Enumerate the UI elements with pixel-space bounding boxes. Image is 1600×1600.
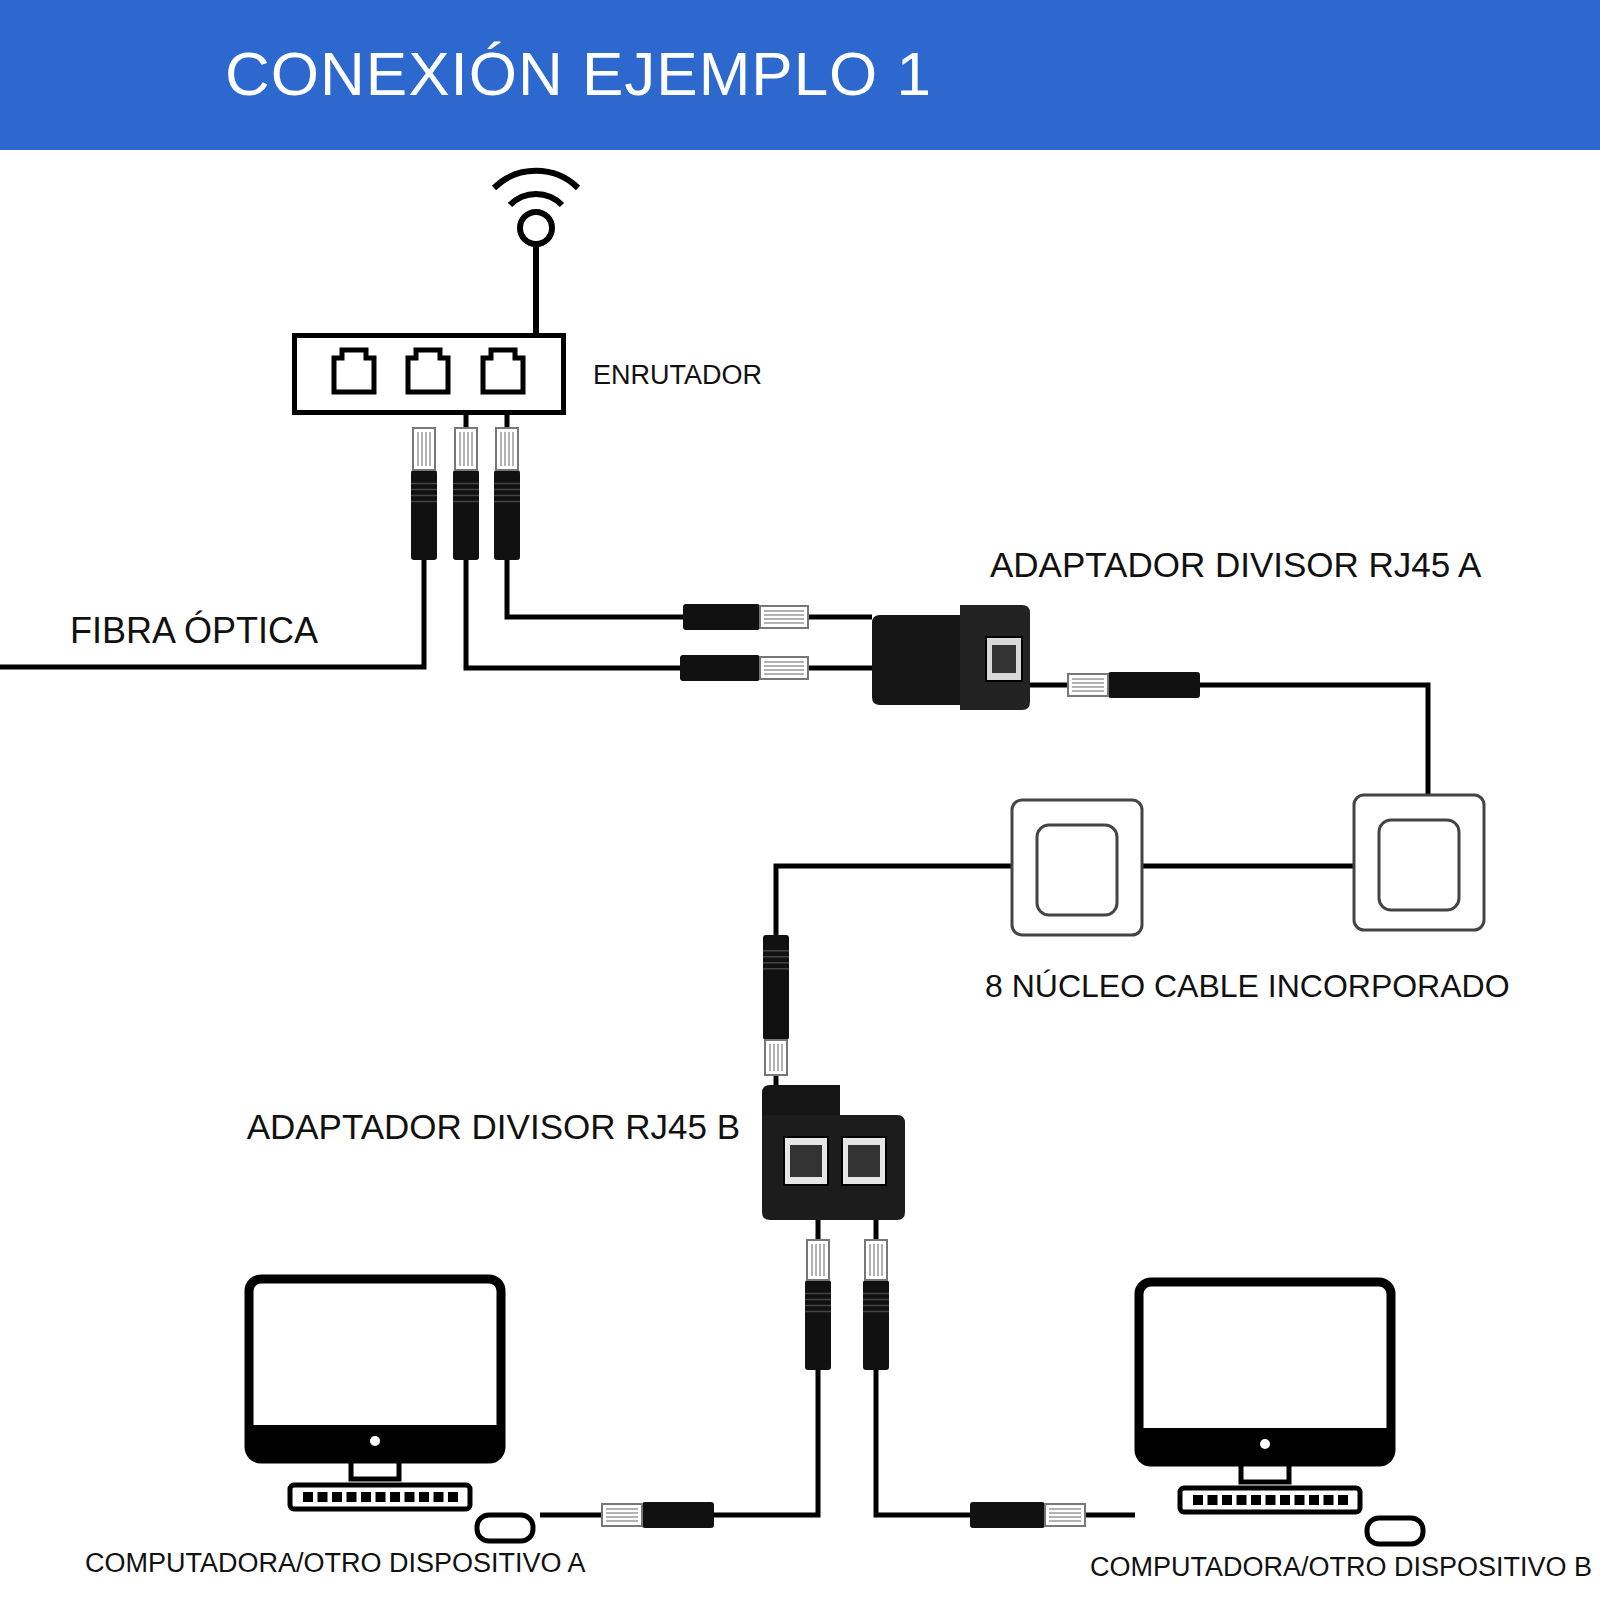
keyboard (290, 1485, 470, 1509)
keyboard-key (332, 1492, 342, 1502)
splitter-body (960, 605, 1030, 710)
rj45-plug (680, 655, 808, 681)
ethernet-cable (876, 1220, 1135, 1515)
keyboard-key (434, 1492, 444, 1502)
node-label: ADAPTADOR DIVISOR RJ45 A (990, 545, 1481, 585)
wall-plate (1012, 800, 1142, 935)
node-shape (245, 1275, 540, 1545)
monitor-dot (1260, 1439, 1270, 1449)
wall-plate-socket (1379, 820, 1459, 910)
rj45-plug (494, 428, 520, 560)
rj45-plug (683, 604, 808, 630)
rj45-plug (863, 1240, 889, 1370)
node-shape (1135, 1278, 1430, 1548)
antenna (533, 245, 539, 333)
keyboard-key (1280, 1495, 1290, 1505)
monitor (249, 1279, 501, 1459)
keyboard-key (1266, 1495, 1276, 1505)
ethernet-cable (776, 685, 1428, 1085)
antenna-tip (520, 212, 552, 244)
ethernet-cable (466, 415, 872, 668)
splitter-port (848, 1145, 880, 1177)
title-text: CONEXIÓN EJEMPLO 1 (225, 38, 932, 109)
fiber-cable (0, 560, 424, 667)
router-port (408, 350, 448, 392)
monitor-dot (370, 1436, 380, 1446)
rj45-plug (453, 428, 479, 560)
ethernet-cable (540, 1220, 818, 1515)
rj45-plug (411, 428, 437, 560)
keyboard-key (1338, 1495, 1348, 1505)
fiber-label: FIBRA ÓPTICA (70, 610, 318, 651)
keyboard-key (347, 1492, 357, 1502)
monitor-stand (1241, 1464, 1289, 1482)
router-box: ENRUTADOR (292, 333, 566, 415)
rj45-plug (602, 1502, 714, 1528)
rj45-plug (805, 1240, 831, 1370)
monitor-bezel (1139, 1428, 1391, 1462)
keyboard-key (1309, 1495, 1319, 1505)
wall-plate (1354, 795, 1484, 930)
ethernet-cable (507, 415, 872, 617)
cable-label: 8 NÚCLEO CABLE INCORPORADO (985, 968, 1510, 1005)
rj45-plug (763, 935, 789, 1075)
router-port (334, 350, 374, 392)
splitter-port (790, 1145, 822, 1177)
monitor-stand (351, 1461, 399, 1479)
keyboard-key (390, 1492, 400, 1502)
mouse (1367, 1518, 1423, 1544)
keyboard-key (1324, 1495, 1334, 1505)
keyboard-key (1251, 1495, 1261, 1505)
keyboard-key (318, 1492, 328, 1502)
computer: COMPUTADORA/OTRO DISPOSITIVO B (1135, 1278, 1430, 1548)
router-port (483, 350, 523, 392)
splitter-port (842, 1137, 886, 1185)
node-label: COMPUTADORA/OTRO DISPOSITIVO B (1090, 1552, 1592, 1583)
mouse (477, 1515, 533, 1541)
keyboard-key (1295, 1495, 1305, 1505)
keyboard-key (1193, 1495, 1203, 1505)
node-label: ENRUTADOR (593, 360, 762, 391)
rj45-plug (1068, 672, 1200, 698)
node-label: ADAPTADOR DIVISOR RJ45 B (247, 1107, 740, 1147)
rj45-plug (970, 1502, 1085, 1528)
keyboard-key (448, 1492, 458, 1502)
splitter-port (992, 645, 1016, 673)
node-shape (297, 338, 571, 420)
wifi-arc (494, 171, 578, 188)
node-label: COMPUTADORA/OTRO DISPOSITIVO A (85, 1548, 586, 1579)
keyboard-key (1237, 1495, 1247, 1505)
node-shape (762, 1085, 905, 1220)
splitter-port (986, 637, 1022, 681)
splitter-body (762, 1115, 905, 1220)
keyboard-key (405, 1492, 415, 1502)
keyboard-key (419, 1492, 429, 1502)
keyboard-key (303, 1492, 313, 1502)
keyboard (1180, 1488, 1360, 1512)
computer: COMPUTADORA/OTRO DISPOSITIVO A (245, 1275, 540, 1545)
wall-plate-socket (1037, 825, 1117, 915)
splitter-adapter: ADAPTADOR DIVISOR RJ45 B (762, 1085, 905, 1220)
splitter-body (872, 615, 967, 705)
keyboard-key (361, 1492, 371, 1502)
monitor (1139, 1282, 1391, 1462)
node-shape (872, 605, 1030, 710)
monitor-bezel (249, 1425, 501, 1459)
keyboard-key (1222, 1495, 1232, 1505)
keyboard-key (1208, 1495, 1218, 1505)
splitter-port (784, 1137, 828, 1185)
splitter-adapter: ADAPTADOR DIVISOR RJ45 A (872, 605, 1030, 710)
wifi-arc (510, 194, 562, 205)
keyboard-key (376, 1492, 386, 1502)
